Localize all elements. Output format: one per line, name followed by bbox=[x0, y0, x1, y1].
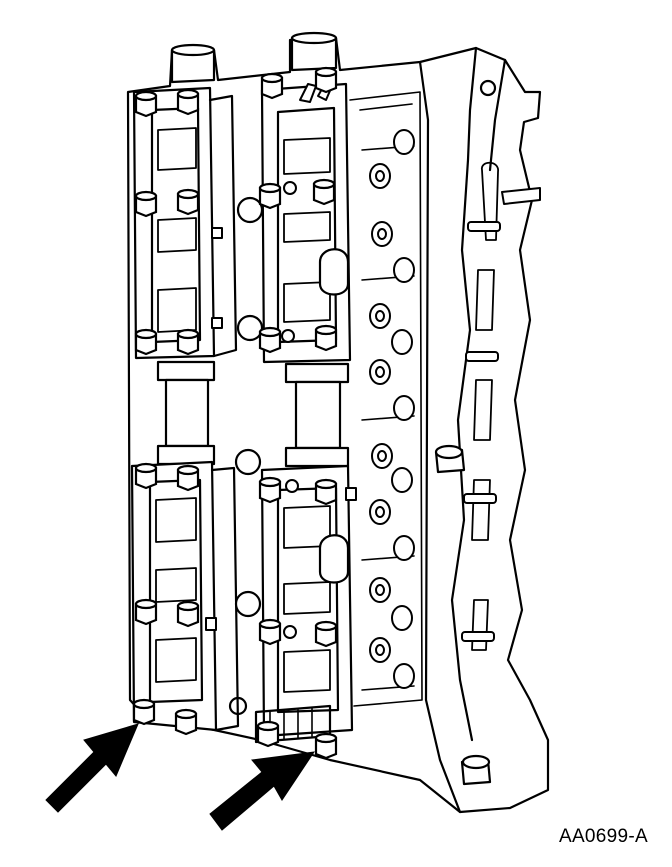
bolt-icon bbox=[258, 182, 282, 210]
bolt-icon bbox=[176, 600, 200, 628]
bolt-icon bbox=[134, 462, 158, 490]
bolt-icon bbox=[176, 464, 200, 492]
bolt-icon bbox=[134, 328, 158, 356]
bolt-icon bbox=[314, 620, 338, 648]
bolt-icon bbox=[258, 476, 282, 504]
arrow-left-icon bbox=[45, 723, 139, 813]
bolt-icon bbox=[132, 698, 156, 726]
bolt-icon bbox=[260, 72, 284, 100]
bolt-icon bbox=[174, 708, 198, 736]
bolt-icon bbox=[312, 178, 336, 206]
bolt-icon bbox=[256, 720, 280, 748]
bolt-icon bbox=[258, 326, 282, 354]
left-bearing-cap-lower bbox=[130, 460, 218, 732]
bolt-icon bbox=[314, 478, 338, 506]
bolt-icon bbox=[314, 66, 338, 94]
bolt-icon bbox=[134, 90, 158, 118]
figure-code-label: AA0699-A bbox=[558, 826, 648, 847]
bolt-icon bbox=[134, 190, 158, 218]
bolt-icon bbox=[176, 88, 200, 116]
bolt-icon bbox=[134, 598, 158, 626]
bolt-icon bbox=[314, 324, 338, 352]
bolt-icon bbox=[314, 732, 338, 760]
bolt-icon bbox=[176, 188, 200, 216]
bearing-cap-bolts bbox=[132, 66, 338, 760]
bolt-icon bbox=[258, 618, 282, 646]
bolt-icon bbox=[176, 328, 200, 356]
arrow-right-icon bbox=[209, 751, 316, 831]
